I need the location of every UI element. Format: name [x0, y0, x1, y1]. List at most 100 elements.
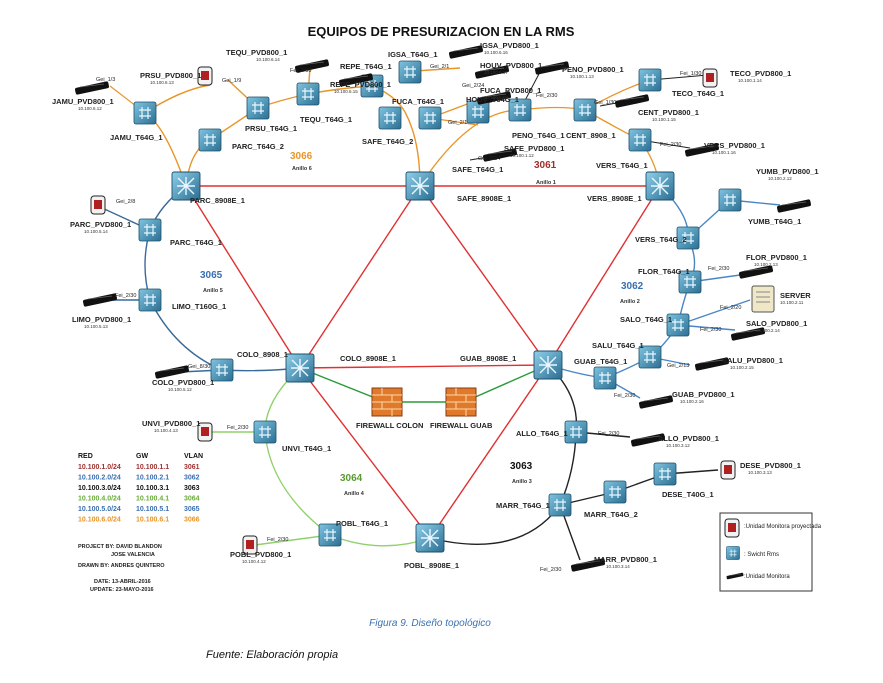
vlan-header-vlan: VLAN: [184, 453, 203, 460]
pvd-name-safe: SAFE_PVD800_1: [504, 144, 564, 153]
pvd-ip-safe: 10.100.1.12: [510, 153, 534, 158]
pvd-ip-yumb: 10.100.2.12: [768, 176, 792, 181]
svg-text:Gei_2/8: Gei_2/8: [116, 199, 135, 205]
pvd-name-guab: GUAB_PVD800_1: [672, 390, 735, 399]
label-dese: DESE_T40G_1: [662, 490, 714, 499]
svg-text:DRAWN BY: ANDRES QUINTERO: DRAWN BY: ANDRES QUINTERO: [78, 563, 165, 569]
pvd-ip-jamu: 10.100.6.12: [78, 106, 102, 111]
pvd-ip-teco: 10.100.1.14: [738, 78, 762, 83]
pvd-name-prsu: PRSU_PVD800_1: [140, 71, 201, 80]
label-salu: SALU_T64G_1: [592, 341, 644, 350]
vlan-row-red: 10.100.3.0/24: [78, 485, 121, 492]
label-colo8908e: COLO_8908E_1: [340, 354, 396, 363]
svg-text:Fei_2/30: Fei_2/30: [614, 393, 635, 399]
label-parc8908: PARC_8908E_1: [190, 196, 245, 205]
label-cent8908: CENT_8908_1: [566, 131, 616, 140]
svg-text:Gei_2/1: Gei_2/1: [430, 64, 449, 70]
svg-text:Fei_2/30: Fei_2/30: [227, 425, 248, 431]
svg-text:Gei_2/24: Gei_2/24: [478, 156, 500, 162]
label-vers8908: VERS_8908E_1: [587, 194, 642, 203]
label-parc2: PARC_T64G_2: [232, 142, 284, 151]
figure-caption: Figura 9. Diseño topológico: [369, 618, 491, 629]
legend-switch-icon: [726, 546, 740, 560]
pvd-ip-unvi: 10.100.4.13: [154, 428, 178, 433]
svg-text:Fei_2/30: Fei_2/30: [598, 431, 619, 437]
pvd-name-cent: CENT_PVD800_1: [638, 108, 699, 117]
pvd-ip-colo: 10.100.5.12: [168, 387, 192, 392]
svg-text::Unidad Monitora: :Unidad Monitora: [744, 574, 790, 580]
pvd-name-dese: DESE_PVD800_1: [740, 461, 801, 470]
pvd-name-parc: PARC_PVD800_1: [70, 220, 131, 229]
svg-text:Fei_2/30: Fei_2/30: [290, 68, 311, 74]
vlan-row-vlan: 3062: [184, 475, 200, 482]
svg-text:Gei_2/1: Gei_2/1: [448, 120, 467, 126]
svg-text:UPDATE: 23-MAYO-2016: UPDATE: 23-MAYO-2016: [90, 587, 154, 593]
svg-text:Fei_2/30: Fei_2/30: [660, 142, 681, 148]
pvd-name-peno: PENO_PVD800_1: [562, 65, 624, 74]
vlan-row-gw: 10.100.4.1: [136, 496, 169, 503]
pvd-name-fuca: FUCA_PVD800_1: [480, 86, 541, 95]
diagram-title: EQUIPOS DE PRESURIZACION EN LA RMS: [308, 24, 575, 39]
pvd-ip-server: 10.100.2.11: [780, 300, 804, 305]
pvd-name-jamu: JAMU_PVD800_1: [52, 97, 114, 106]
label-marr1: MARR_T64G_1: [496, 501, 550, 510]
vlan-header-red: RED: [78, 453, 93, 460]
pvd-ip-prsu: 10.100.6.13: [150, 80, 174, 85]
pvd-ip-fuca: 10.100.6.18: [484, 95, 508, 100]
vlan-row-red: 10.100.5.0/24: [78, 506, 121, 513]
firewall-links: [299, 364, 549, 403]
ring-number-3065: 3065: [200, 270, 223, 281]
vlan-row-gw: 10.100.2.1: [136, 475, 169, 482]
pvd-name-houv: HOUV_PVD800_1: [480, 61, 542, 70]
pvd-ip-salu: 10.100.2.15: [730, 365, 754, 370]
ring-sub-3062: Anillo 2: [620, 299, 640, 305]
vlan-row-gw: 10.100.6.1: [136, 517, 169, 524]
svg-text::Unidad Monitora proyectada: :Unidad Monitora proyectada: [744, 524, 822, 530]
label-teco: TECO_T64G_1: [672, 89, 724, 98]
pvd-name-salo: SALO_PVD800_1: [746, 319, 807, 328]
pvd-ip-limo: 10.100.5.13: [84, 324, 108, 329]
label-houv: HOUV_T64G_1: [466, 95, 519, 104]
svg-text:Gei_1/9: Gei_1/9: [222, 78, 241, 84]
port-labels: Gei_1/3 Gei_1/9 Fei_2/30 Gei_2/1 Gei_2/2…: [96, 64, 741, 573]
label-igsa: IGSA_T64G_1: [388, 50, 438, 59]
pvd-name-flor: FLOR_PVD800_1: [746, 253, 807, 262]
vlan-row-gw: 10.100.3.1: [136, 485, 169, 492]
label-safe8908: SAFE_8908E_1: [457, 194, 511, 203]
pvd-ip-parc: 10.100.5.14: [84, 229, 108, 234]
ring-sub-3065: Anillo 5: [203, 288, 223, 294]
pvd-name-vers: VERS_PVD800_1: [704, 141, 765, 150]
label-yumb: YUMB_T64G_1: [748, 217, 801, 226]
svg-text:Gei_1/3: Gei_1/3: [96, 77, 115, 83]
server-icon: [751, 285, 775, 313]
pvd-name-yumb: YUMB_PVD800_1: [756, 167, 819, 176]
vlan-row-red: 10.100.4.0/24: [78, 496, 121, 503]
pvd-labels: JAMU_PVD800_110.100.6.12PRSU_PVD800_110.…: [52, 41, 819, 569]
pvd-name-colo: COLO_PVD800_1: [152, 378, 214, 387]
pvd-name-salu: SALU_PVD800_1: [722, 356, 783, 365]
vlan-row-gw: 10.100.5.1: [136, 506, 169, 513]
pvd-ip-pobl: 10.100.4.12: [242, 559, 266, 564]
pvd-name-unvi: UNVI_PVD800_1: [142, 419, 200, 428]
svg-text:Fei_2/20: Fei_2/20: [720, 305, 741, 311]
credits: PROJECT BY: DAVID BLANDON JOSE VALENCIA …: [78, 544, 165, 593]
pvd-ip-houv: 10.100.6.17: [484, 70, 508, 75]
label-repe: REPE_T64G_1: [340, 62, 392, 71]
firewall-colon-icon: [371, 387, 403, 417]
svg-text:: Swicht Rms: : Swicht Rms: [744, 552, 779, 558]
legend-projected-icon: [724, 518, 740, 538]
label-fuca: FUCA_T64G_1: [392, 97, 444, 106]
label-allo: ALLO_T64G_1: [516, 429, 568, 438]
label-firewall-colon: FIREWALL COLON: [356, 421, 423, 430]
vlan-row-red: 10.100.6.0/24: [78, 517, 121, 524]
vlan-row-gw: 10.100.1.1: [136, 464, 169, 471]
svg-text:Gei_8/30: Gei_8/30: [188, 364, 210, 370]
label-colo8908: COLO_8908_1: [237, 350, 288, 359]
pvd-name-server: SERVER: [780, 291, 811, 300]
label-salo: SALO_T64G_1: [620, 315, 672, 324]
ring-number-3064: 3064: [340, 473, 363, 484]
label-marr2: MARR_T64G_2: [584, 510, 638, 519]
pvd-name-tequ: TEQU_PVD800_1: [226, 48, 287, 57]
pvd-ip-allo: 10.100.3.12: [666, 443, 690, 448]
